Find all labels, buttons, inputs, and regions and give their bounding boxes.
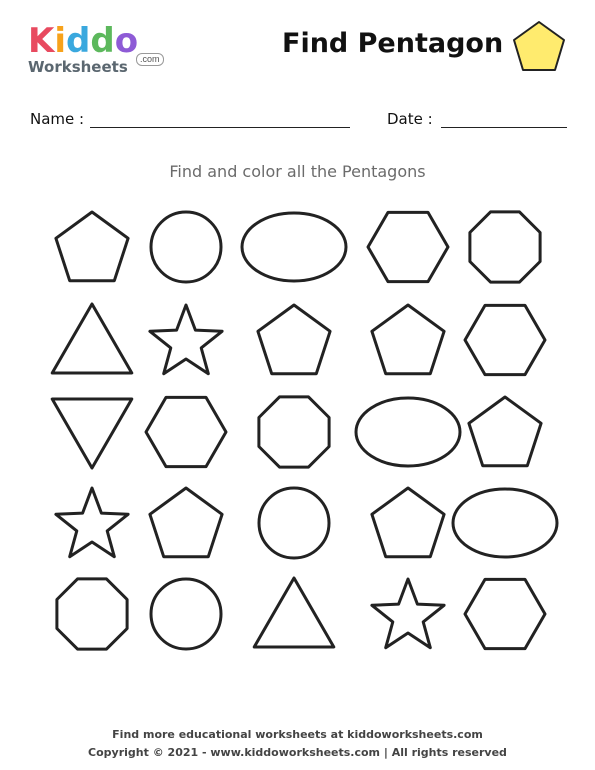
date-label: Date : bbox=[387, 110, 433, 128]
kiddo-worksheets-logo: Kiddo .com Worksheets bbox=[28, 24, 178, 84]
circle-shape[interactable] bbox=[149, 577, 223, 651]
octagon-shape[interactable] bbox=[55, 577, 129, 651]
pentagon-shape[interactable] bbox=[54, 210, 130, 283]
logo-worksheets-text: Worksheets bbox=[28, 58, 128, 76]
octagon-shape[interactable] bbox=[257, 395, 331, 469]
ellipse-shape[interactable] bbox=[240, 211, 348, 283]
triangle-shape[interactable] bbox=[50, 302, 134, 375]
octagon-shape[interactable] bbox=[468, 210, 542, 284]
ellipse-shape[interactable] bbox=[354, 396, 462, 468]
logo-wordmark: Kiddo bbox=[28, 24, 138, 58]
logo-letter: d bbox=[90, 21, 115, 61]
logo-letter: d bbox=[66, 21, 91, 61]
pentagon-shape[interactable] bbox=[370, 486, 446, 559]
logo-com-badge: .com bbox=[136, 53, 164, 66]
star-shape[interactable] bbox=[370, 577, 446, 650]
logo-letter: o bbox=[114, 21, 139, 61]
pentagon-shape[interactable] bbox=[370, 303, 446, 376]
name-line[interactable] bbox=[90, 127, 350, 128]
logo-letter: K bbox=[28, 21, 55, 61]
name-label: Name : bbox=[30, 110, 85, 128]
pentagon-shape[interactable] bbox=[256, 303, 332, 376]
page-title: Find Pentagon bbox=[282, 28, 504, 59]
pentagon-shape[interactable] bbox=[148, 486, 224, 559]
hexagon-shape[interactable] bbox=[144, 395, 228, 469]
instruction-text: Find and color all the Pentagons bbox=[169, 162, 426, 181]
hexagon-shape[interactable] bbox=[463, 577, 547, 651]
footer-promo: Find more educational worksheets at kidd… bbox=[112, 728, 483, 741]
triangle-down-shape[interactable] bbox=[50, 397, 134, 470]
circle-shape[interactable] bbox=[149, 210, 223, 284]
date-line[interactable] bbox=[441, 127, 567, 128]
hexagon-shape[interactable] bbox=[463, 303, 547, 377]
triangle-shape[interactable] bbox=[252, 576, 336, 649]
footer-copyright: Copyright © 2021 - www.kiddoworksheets.c… bbox=[88, 746, 507, 759]
star-shape[interactable] bbox=[54, 486, 130, 559]
logo-letter: i bbox=[54, 21, 67, 61]
circle-shape[interactable] bbox=[257, 486, 331, 560]
hexagon-shape[interactable] bbox=[366, 210, 450, 284]
title-pentagon-icon bbox=[513, 21, 565, 71]
ellipse-shape[interactable] bbox=[451, 487, 559, 559]
star-shape[interactable] bbox=[148, 303, 224, 376]
pentagon-shape[interactable] bbox=[467, 395, 543, 468]
